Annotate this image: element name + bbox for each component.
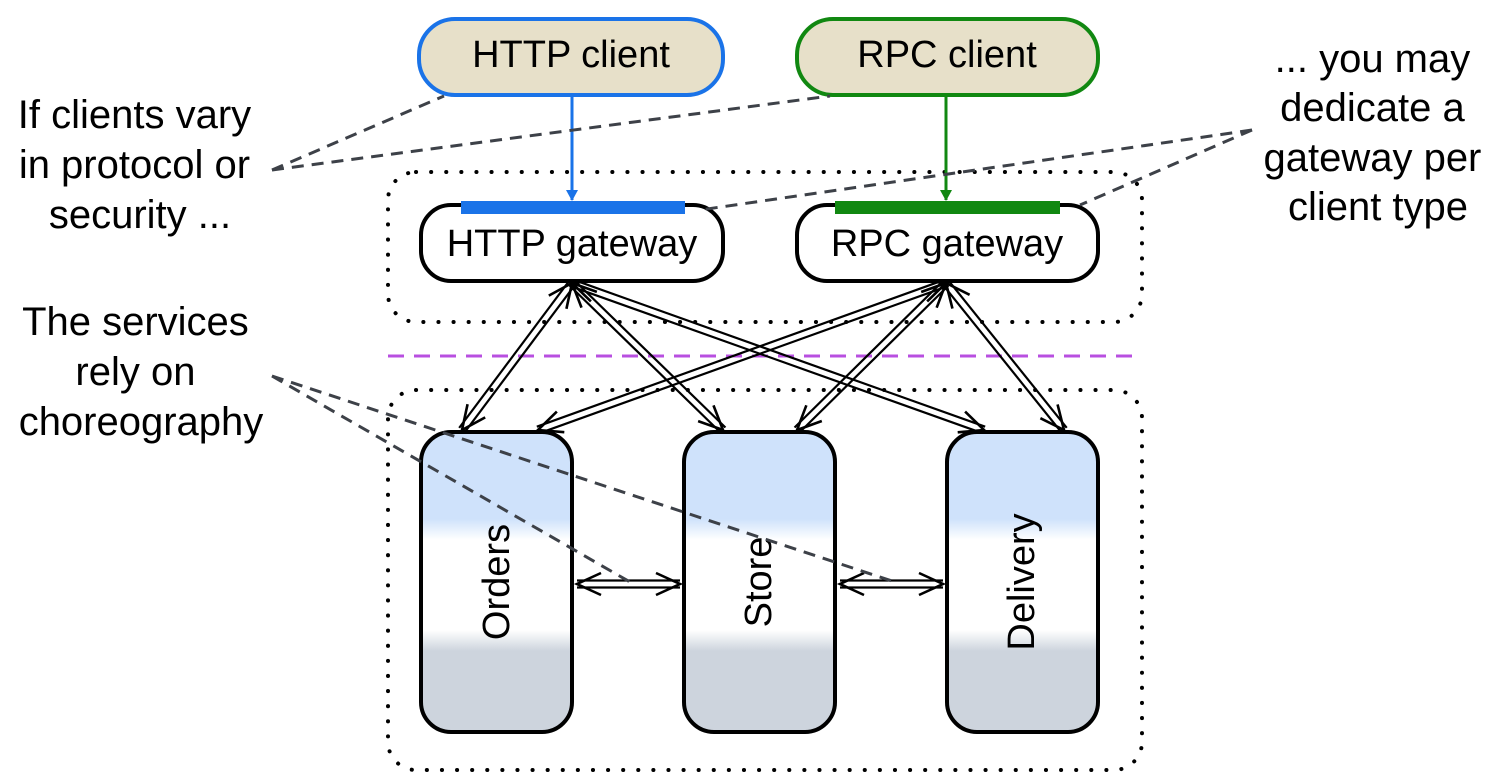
services-group-boundary [386, 388, 1144, 772]
callout-line-store-delivery [271, 374, 896, 584]
store-service-node: Store [682, 430, 837, 734]
http-gateway-port [461, 201, 685, 214]
orders-store-connector [573, 571, 684, 597]
orders-service-label: Orders [476, 524, 518, 640]
delivery-service-node: Delivery [945, 430, 1100, 734]
note-clients-vary-line: security ... [49, 193, 231, 237]
note-dedicate-gateway-line: ... you may [1275, 37, 1471, 81]
store-delivery-connector [836, 571, 947, 597]
callout-line-orders-store [271, 374, 631, 584]
note-clients-vary: If clients vary in protocol or security … [18, 93, 263, 237]
rpc-client-label: RPC client [857, 34, 1037, 76]
callout-line-rpc-gateway [1079, 128, 1253, 207]
note-dedicate-gateway-line: dedicate a [1280, 86, 1465, 130]
orders-service-node: Orders [419, 430, 574, 734]
note-choreography-line: rely on [75, 350, 195, 394]
gateway-group-boundary [386, 170, 1144, 324]
http-gateway-label: HTTP gateway [447, 223, 698, 265]
note-dedicate-gateway-line: client type [1288, 185, 1468, 229]
rpc-gateway-node: RPC gateway [795, 201, 1100, 283]
http-client-label: HTTP client [472, 34, 670, 76]
rpc-gateway-label: RPC gateway [831, 223, 1063, 265]
rpc-gateway-port [835, 201, 1060, 214]
note-choreography-line: The services [22, 300, 249, 344]
callout-line-http-client [271, 94, 445, 172]
callout-lines [271, 94, 1253, 584]
store-service-label: Store [738, 537, 780, 628]
note-dedicate-gateway: ... you may dedicate a gateway per clien… [1263, 37, 1492, 229]
note-choreography: The services rely on choreography [19, 300, 264, 444]
callout-line-http-gateway [699, 128, 1253, 212]
delivery-service-label: Delivery [1001, 513, 1043, 650]
note-choreography-line: choreography [19, 400, 264, 444]
http-gateway-node: HTTP gateway [419, 201, 725, 283]
note-clients-vary-line: in protocol or [19, 143, 250, 187]
rpc-client-node: RPC client [795, 17, 1100, 97]
http-gateway-orders-connector [458, 280, 576, 433]
note-clients-vary-line: If clients vary [18, 93, 251, 137]
callout-line-rpc-client [271, 94, 831, 172]
http-client-node: HTTP client [417, 17, 725, 97]
note-dedicate-gateway-line: gateway per [1263, 136, 1481, 180]
